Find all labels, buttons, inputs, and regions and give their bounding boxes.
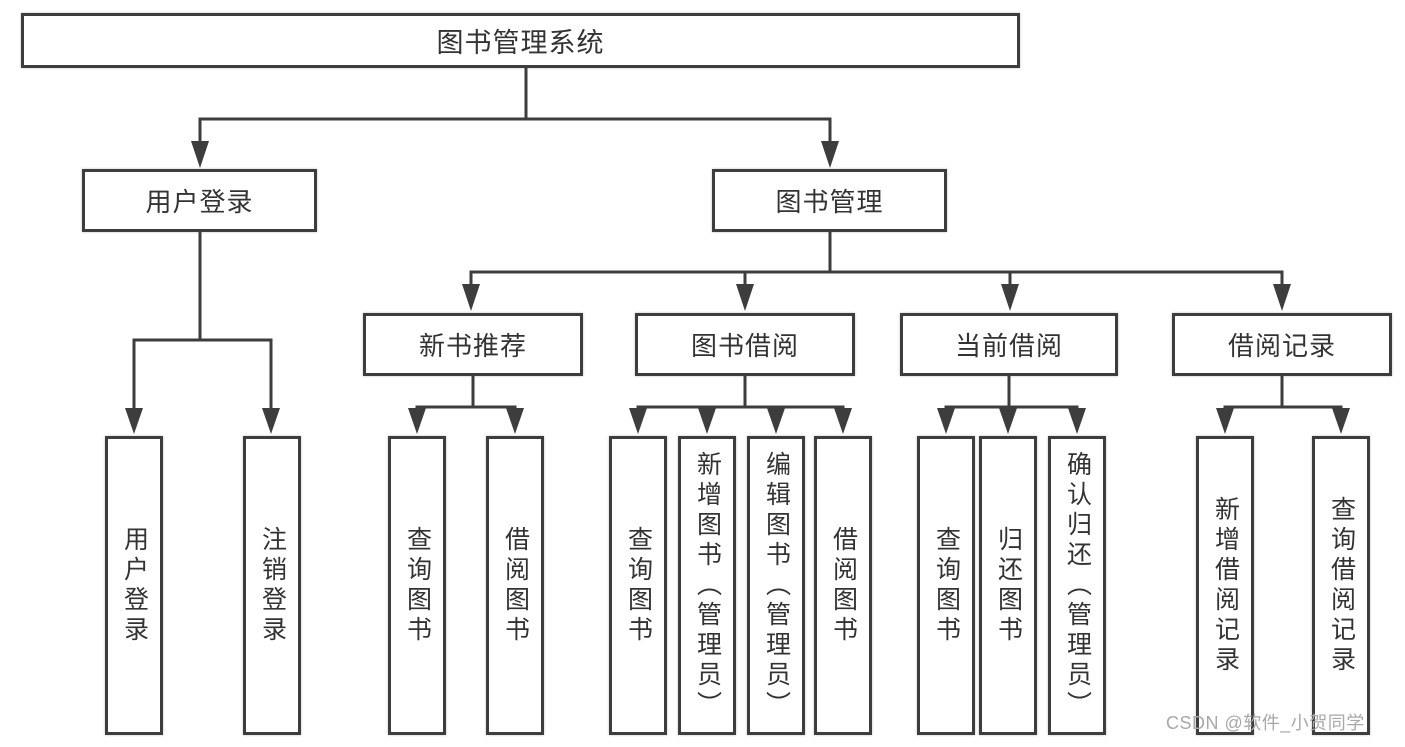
leaf-confirm-return-admin: 确认归还（管理员） (1048, 436, 1106, 735)
csdn-watermark: CSDN @软件_小贺同学 (1166, 713, 1365, 733)
leaf-query-books-2: 查询图书 (609, 436, 667, 735)
leaf-borrow-books-2: 借阅图书 (814, 436, 872, 735)
leaf-return-book: 归还图书 (979, 436, 1037, 735)
node-library-management-system: 图书管理系统 (21, 13, 1020, 68)
node-book-borrowing: 图书借阅 (635, 313, 855, 376)
node-borrowing-records: 借阅记录 (1172, 313, 1392, 376)
leaf-user-login: 用户登录 (105, 436, 163, 735)
node-current-borrowing: 当前借阅 (900, 313, 1118, 376)
leaf-query-borrow-record: 查询借阅记录 (1312, 436, 1370, 735)
leaf-borrow-books: 借阅图书 (486, 436, 544, 735)
leaf-query-books-3: 查询图书 (917, 436, 975, 735)
leaf-edit-book-admin: 编辑图书（管理员） (747, 436, 805, 735)
leaf-add-borrow-record: 新增借阅记录 (1196, 436, 1254, 735)
leaf-add-book-admin: 新增图书（管理员） (678, 436, 736, 735)
leaf-query-books: 查询图书 (388, 436, 446, 735)
leaf-logout: 注销登录 (243, 436, 301, 735)
node-user-login: 用户登录 (82, 169, 317, 232)
node-new-book-recommendation: 新书推荐 (363, 313, 583, 376)
node-book-management: 图书管理 (712, 169, 947, 232)
